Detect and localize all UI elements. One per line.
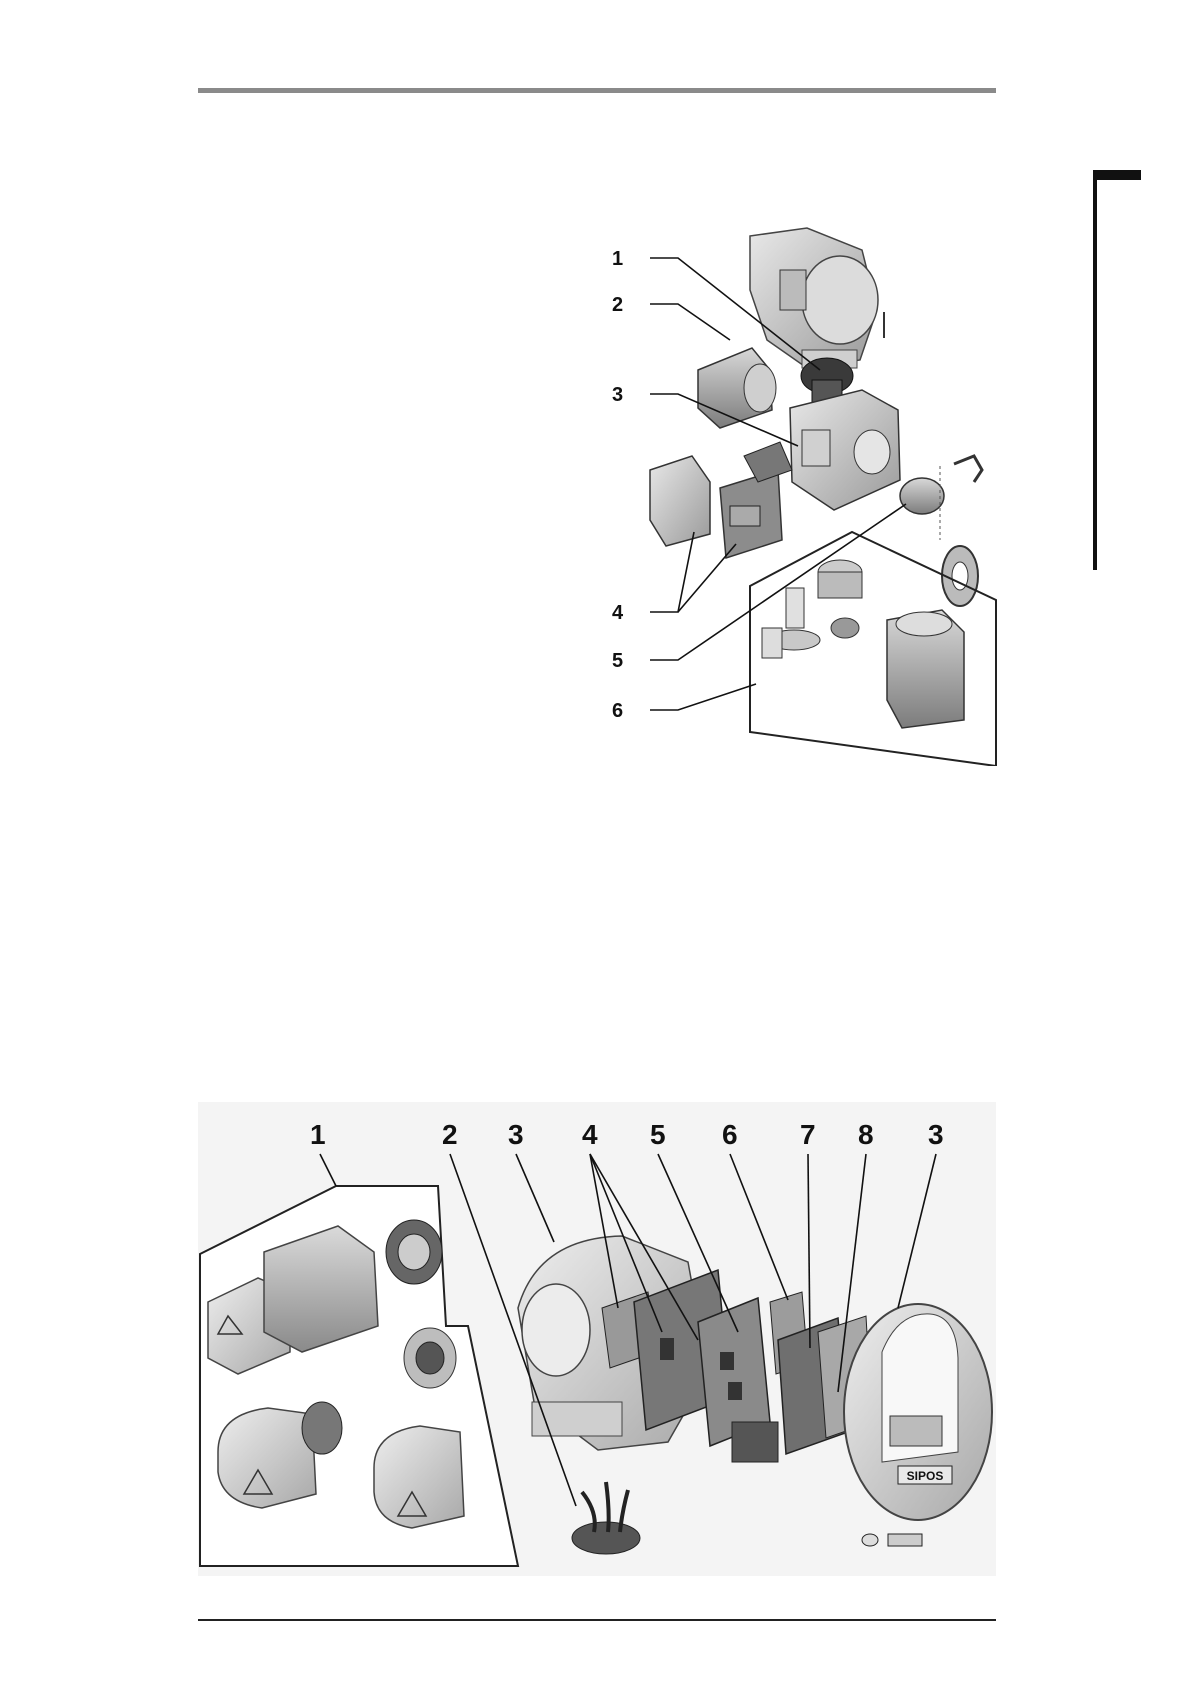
callout-3: 3 bbox=[508, 1119, 524, 1150]
callout-2: 2 bbox=[612, 294, 623, 316]
callout-7: 7 bbox=[800, 1119, 816, 1150]
section-tab-line bbox=[1093, 170, 1097, 570]
callout-4: 4 bbox=[582, 1119, 598, 1150]
callout-labels-bottom: 1 2 3 4 5 6 7 8 3 bbox=[198, 1102, 996, 1576]
callout-6: 6 bbox=[612, 700, 623, 722]
footer-rule bbox=[198, 1619, 996, 1621]
callout-2: 2 bbox=[442, 1119, 458, 1150]
callout-5: 5 bbox=[650, 1119, 666, 1150]
exploded-view-figure-top: 1 2 3 4 5 6 bbox=[602, 220, 998, 766]
callout-1: 1 bbox=[310, 1119, 326, 1150]
callout-8: 8 bbox=[858, 1119, 874, 1150]
exploded-view-figure-bottom: SIPOS 1 2 3 4 5 6 7 8 3 bbox=[198, 1102, 996, 1576]
callout-5: 5 bbox=[612, 650, 623, 672]
callout-3-cover: 3 bbox=[928, 1119, 944, 1150]
callout-1: 1 bbox=[612, 248, 623, 270]
header-rule bbox=[198, 88, 996, 93]
callout-4: 4 bbox=[612, 602, 624, 624]
section-tab-marker bbox=[1093, 170, 1141, 180]
callout-6: 6 bbox=[722, 1119, 738, 1150]
callout-labels-top: 1 2 3 4 5 6 bbox=[602, 220, 998, 766]
callout-3: 3 bbox=[612, 384, 623, 406]
